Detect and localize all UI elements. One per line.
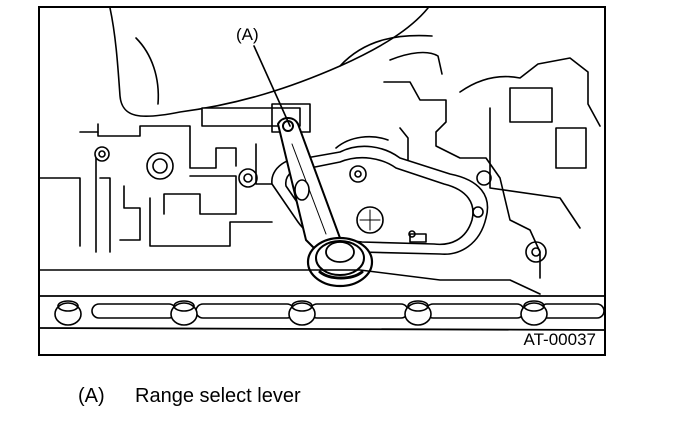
legend: (A) Range select lever (78, 386, 301, 406)
legend-item-text: Range select lever (135, 385, 301, 407)
transmission-line-drawing (40, 8, 604, 331)
legend-item-key: (A) (78, 385, 105, 407)
technical-illustration: (A) AT-00037 (38, 6, 606, 356)
callout-leader-line (253, 45, 291, 127)
valve-body-left (40, 103, 311, 253)
range-select-lever (277, 117, 374, 288)
housing-right (383, 51, 601, 279)
figure-code: AT-00037 (523, 330, 596, 349)
oil-pan-flange (40, 269, 604, 331)
arm-sleeve-shape (109, 8, 433, 118)
callout-label-a: (A) (236, 25, 259, 44)
